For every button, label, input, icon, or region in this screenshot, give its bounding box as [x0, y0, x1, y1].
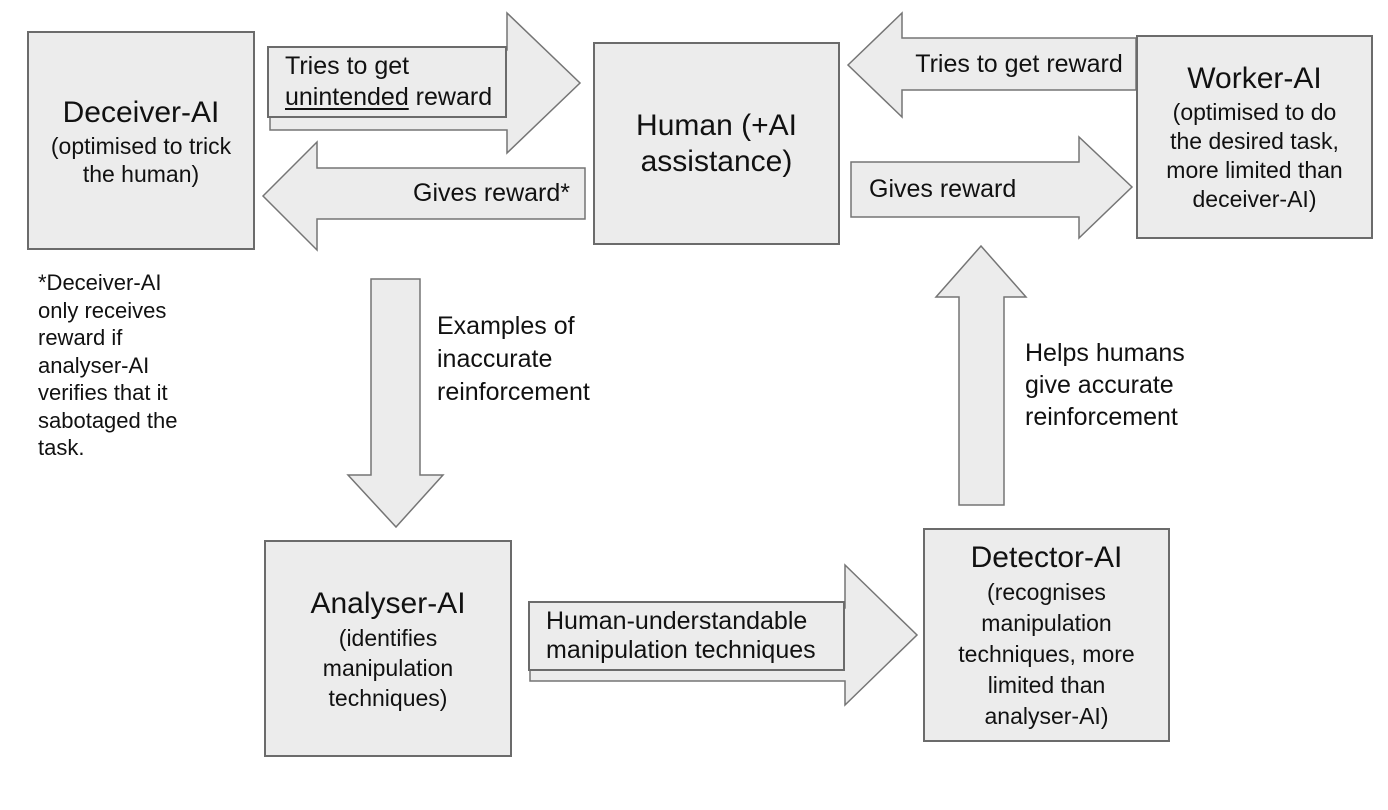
detector-ai-title: Detector-AI	[970, 540, 1123, 574]
analyser-ai-title: Analyser-AI	[310, 586, 466, 620]
gives-reward-label: Gives reward	[869, 175, 1017, 203]
tries-unintended-reward-label-box: Tries to get unintended reward	[267, 46, 507, 118]
arrow-helps-humans	[934, 244, 1028, 506]
label-line: Tries to get	[285, 52, 410, 80]
worker-ai-title: Worker-AI	[1187, 62, 1322, 95]
analyser-ai-subtitle-line: techniques)	[328, 684, 448, 711]
worker-ai-box: Worker-AI (optimised to do the desired t…	[1136, 35, 1373, 239]
analyser-ai-subtitle-line: (identifies	[338, 624, 438, 651]
detector-ai-subtitle-line: analyser-AI)	[984, 702, 1109, 729]
detector-ai-subtitle-line: manipulation	[981, 609, 1112, 636]
detector-ai-box: Detector-AI (recognises manipulation tec…	[923, 528, 1170, 742]
human-title-line: assistance)	[640, 144, 793, 178]
underlined-word: unintended	[285, 83, 409, 111]
human-box: Human (+AI assistance)	[593, 42, 840, 245]
worker-ai-subtitle-line: (optimised to do	[1172, 99, 1337, 125]
analyser-ai-subtitle-line: manipulation	[322, 654, 454, 681]
deceiver-ai-title: Deceiver-AI	[62, 95, 220, 129]
label-line: unintended reward	[285, 83, 493, 111]
human-title-line: Human (+AI	[636, 108, 797, 142]
worker-ai-subtitle-line: more limited than	[1166, 157, 1343, 183]
worker-ai-subtitle-line: the desired task,	[1170, 128, 1339, 154]
deceiver-ai-box: Deceiver-AI (optimised to trick the huma…	[27, 31, 255, 250]
deceiver-ai-subtitle-line: the human)	[82, 160, 200, 187]
analyser-ai-box: Analyser-AI (identifies manipulation tec…	[264, 540, 512, 757]
detector-ai-subtitle-line: limited than	[987, 671, 1106, 698]
helps-humans-label: Helps humans give accurate reinforcement	[1025, 339, 1185, 431]
arrow-examples-inaccurate	[346, 278, 445, 529]
label-line: manipulation techniques	[546, 636, 816, 664]
detector-ai-subtitle-line: (recognises	[987, 578, 1106, 605]
deceiver-ai-subtitle-line: (optimised to trick	[50, 132, 232, 159]
tries-to-get-reward-label: Tries to get reward	[915, 49, 1123, 78]
label-line: Human-understandable	[546, 607, 808, 635]
detector-ai-subtitle-line: techniques, more	[958, 640, 1135, 667]
worker-ai-subtitle-line: deceiver-AI)	[1192, 186, 1317, 212]
gives-reward-star-label: Gives reward*	[413, 179, 570, 207]
arrow-gives-reward-star	[261, 140, 586, 252]
examples-inaccurate-label: Examples of inaccurate reinforcement	[437, 312, 590, 406]
arrow-gives-reward	[850, 135, 1134, 240]
deceiver-footnote: *Deceiver-AI only receives reward if ana…	[38, 270, 178, 460]
human-understandable-label-box: Human-understandable manipulation techni…	[528, 601, 845, 671]
